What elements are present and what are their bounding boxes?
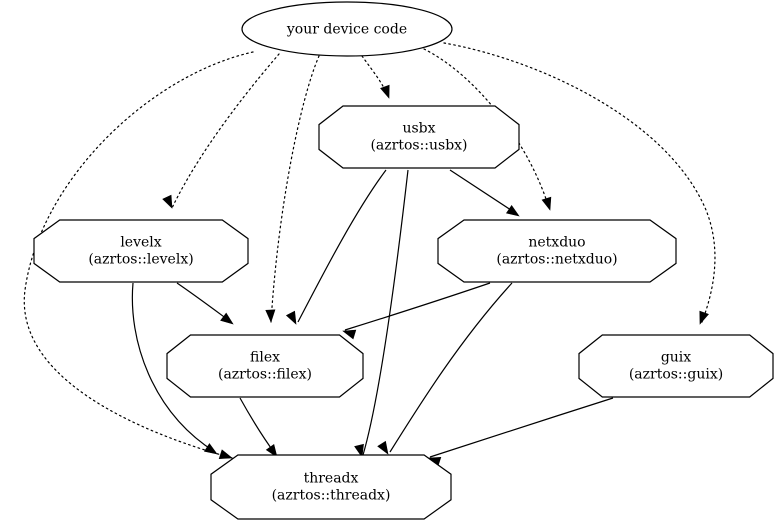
arrow-head-icon — [265, 444, 278, 458]
node-label-line1: netxduo — [528, 235, 585, 251]
node-octagon-shape — [437, 219, 677, 283]
edge-device-to-filex — [265, 55, 320, 323]
node-label-line1: filex — [250, 350, 280, 366]
node-octagon-shape — [210, 454, 452, 520]
edge-filex-to-threadx — [239, 397, 278, 458]
arrow-head-icon — [220, 312, 234, 325]
node-threadx[interactable]: threadx(azrtos::threadx) — [210, 454, 452, 520]
node-label-line2: (azrtos::threadx) — [272, 488, 391, 504]
node-octagon-shape — [166, 334, 364, 398]
node-label-levelx: levelx(azrtos::levelx) — [88, 235, 193, 268]
edge-netxduo-to-filex — [342, 282, 491, 340]
node-levelx[interactable]: levelx(azrtos::levelx) — [33, 219, 249, 283]
edge-usbx-to-netxduo — [449, 169, 520, 217]
node-label-threadx: threadx(azrtos::threadx) — [272, 471, 391, 504]
arrow-head-icon — [380, 84, 390, 99]
arrow-head-icon — [203, 443, 218, 455]
node-label-device: your device code — [286, 21, 407, 37]
edge-line — [344, 282, 491, 331]
edge-line — [423, 48, 550, 209]
arrow-head-icon — [377, 440, 389, 455]
node-label-usbx: usbx(azrtos::usbx) — [370, 121, 467, 154]
node-label-line2: (azrtos::usbx) — [370, 138, 467, 154]
node-label-line1: guix — [661, 350, 691, 366]
edge-levelx-to-filex — [176, 282, 234, 325]
node-label-filex: filex(azrtos::filex) — [218, 350, 312, 383]
node-label-line1: your device code — [286, 21, 407, 37]
arrow-head-icon — [699, 310, 709, 325]
arrow-head-icon — [342, 329, 357, 340]
node-label-line1: levelx — [120, 235, 161, 251]
node-ellipse-shape — [241, 1, 453, 57]
edge-levelx-to-threadx — [131, 282, 218, 455]
edge-layer — [23, 42, 716, 467]
edge-line — [239, 397, 277, 456]
node-usbx[interactable]: usbx(azrtos::usbx) — [318, 105, 520, 169]
node-label-line1: usbx — [402, 121, 435, 137]
node-label-line1: threadx — [304, 471, 359, 487]
node-label-guix: guix(azrtos::guix) — [629, 350, 723, 383]
node-netxduo[interactable]: netxduo(azrtos::netxduo) — [437, 219, 677, 283]
edge-device-to-threadx — [23, 51, 254, 459]
arrow-head-icon — [162, 194, 173, 209]
edge-line — [362, 169, 409, 456]
node-octagon-shape — [318, 105, 520, 169]
edge-line — [361, 55, 389, 97]
node-label-line2: (azrtos::netxduo) — [496, 252, 617, 268]
arrow-head-icon — [505, 204, 520, 217]
arrow-head-icon — [265, 309, 276, 323]
arrow-head-icon — [218, 449, 233, 459]
node-device[interactable]: your device code — [241, 1, 453, 57]
node-octagon-shape — [578, 334, 774, 398]
edge-line — [449, 169, 518, 215]
edge-line — [297, 169, 387, 323]
edge-usbx-to-threadx — [354, 169, 409, 458]
arrow-head-icon — [354, 443, 364, 458]
node-label-line2: (azrtos::filex) — [218, 367, 312, 383]
edge-device-to-netxduo — [423, 48, 552, 211]
node-label-line2: (azrtos::levelx) — [88, 252, 193, 268]
edge-line — [429, 397, 614, 458]
edge-line — [270, 55, 320, 323]
edge-line — [443, 42, 716, 323]
edge-netxduo-to-threadx — [377, 282, 513, 455]
node-label-netxduo: netxduo(azrtos::netxduo) — [496, 235, 617, 268]
edge-line — [131, 282, 216, 453]
edge-line — [389, 282, 513, 453]
arrow-head-icon — [285, 310, 297, 325]
arrow-head-icon — [541, 196, 552, 211]
node-layer: your device codeusbx(azrtos::usbx)levelx… — [33, 1, 774, 520]
edge-line — [176, 282, 232, 323]
edge-guix-to-threadx — [427, 397, 614, 467]
node-octagon-shape — [33, 219, 249, 283]
edge-device-to-usbx — [361, 55, 390, 99]
edge-usbx-to-filex — [285, 169, 387, 325]
edge-device-to-levelx — [162, 53, 280, 209]
edge-line — [23, 51, 254, 459]
node-guix[interactable]: guix(azrtos::guix) — [578, 334, 774, 398]
edge-device-to-guix — [443, 42, 716, 325]
node-filex[interactable]: filex(azrtos::filex) — [166, 334, 364, 398]
edge-line — [171, 53, 280, 209]
node-label-line2: (azrtos::guix) — [629, 367, 723, 383]
